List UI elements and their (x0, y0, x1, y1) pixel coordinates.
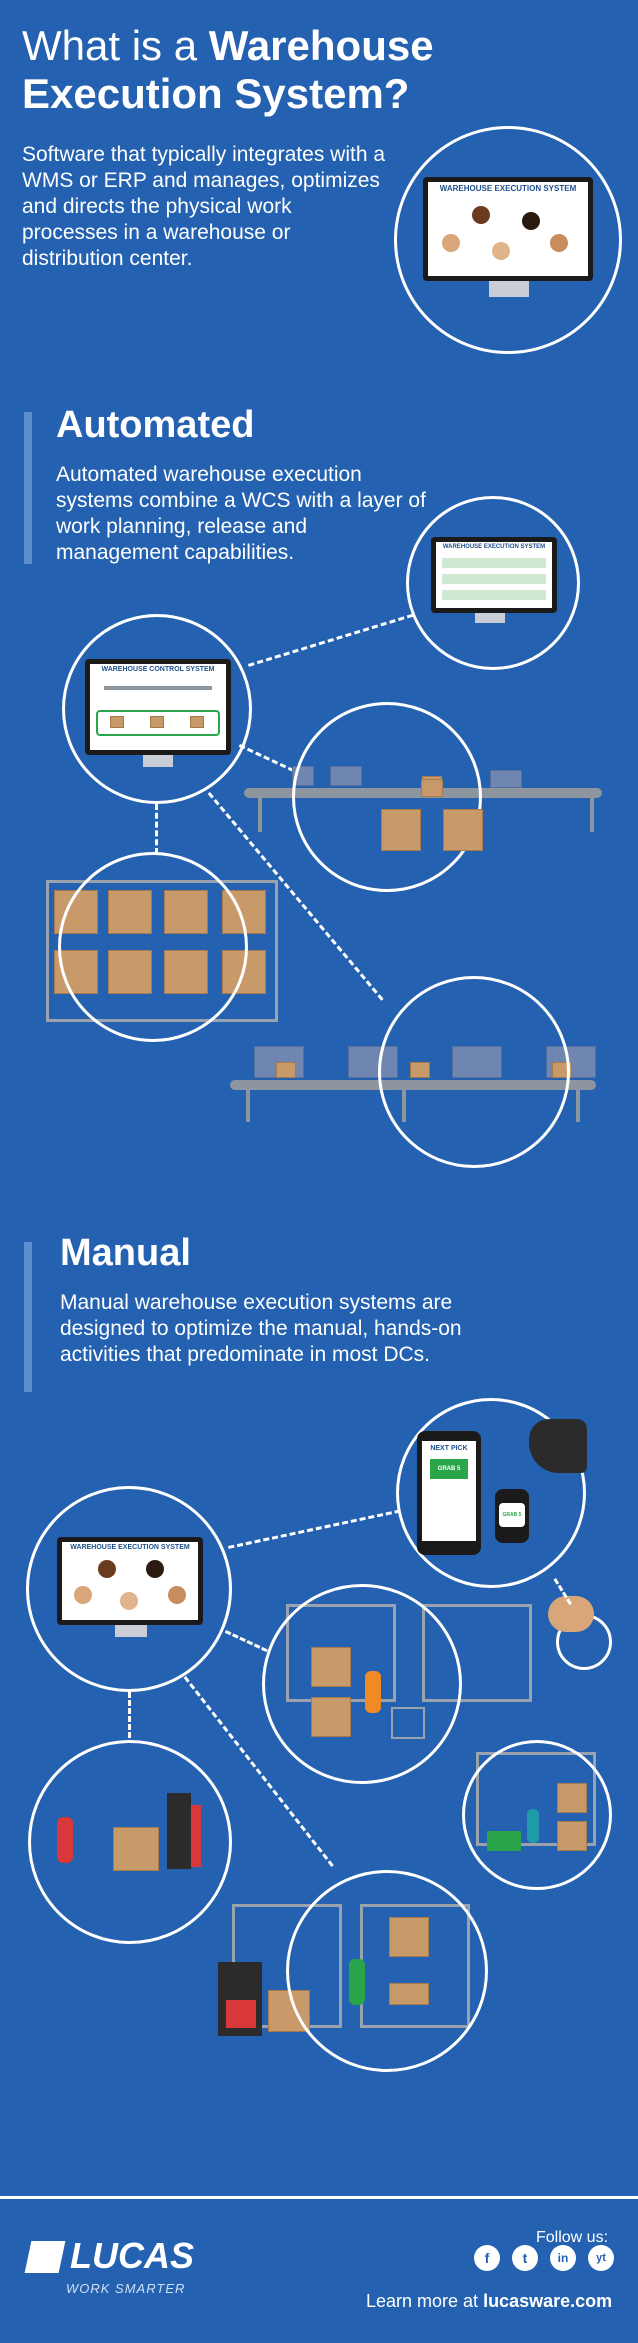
worker-face-icon (550, 234, 568, 252)
box (276, 1062, 296, 1078)
manual-text: Manual warehouse execution systems are d… (60, 1291, 462, 1366)
intro-text: Software that typically integrates with … (22, 143, 386, 270)
section-accent-bar (24, 1242, 32, 1392)
watch-text: GRAB 5 (499, 1503, 525, 1527)
conveyor-leg (590, 798, 594, 832)
wes-monitor-manual: WAREHOUSE EXECUTION SYSTEM (57, 1537, 203, 1625)
worker-face-icon (522, 212, 540, 230)
put-wall-circle (462, 1740, 612, 1890)
section-accent-bar (24, 412, 32, 564)
wes-circle-manual: WAREHOUSE EXECUTION SYSTEM (26, 1486, 232, 1692)
hand-icon (548, 1596, 594, 1632)
box (389, 1917, 429, 1957)
linkedin-icon[interactable]: in (550, 2245, 576, 2271)
page-title: What is a Warehouse Execution System? (22, 22, 434, 117)
wes-monitor: WAREHOUSE EXECUTION SYSTEM (423, 177, 593, 281)
worker-icon (365, 1671, 381, 1713)
worker-face-icon (74, 1586, 92, 1604)
forklift-icon (226, 2000, 256, 2028)
logo-text: LUCAS (70, 2235, 194, 2276)
pallet-jack-icon (167, 1793, 191, 1869)
worker-icon (349, 1959, 365, 2005)
grab-button[interactable]: GRAB 5 (430, 1459, 468, 1479)
wcs-screen-title: WAREHOUSE CONTROL SYSTEM (101, 666, 215, 673)
connector-line (128, 1692, 131, 1738)
follow-label: Follow us: (536, 2229, 609, 2246)
monitor-stand (143, 755, 173, 767)
twitter-icon[interactable]: t (512, 2245, 538, 2271)
pick-cart (391, 1707, 425, 1739)
connector-line (155, 804, 158, 854)
box (557, 1783, 587, 1813)
box (381, 809, 421, 851)
pallet-jack-icon (191, 1805, 201, 1867)
sorter-circle (292, 702, 483, 892)
connector-line (248, 613, 414, 667)
replenish-circle (286, 1870, 488, 2072)
worker-face-icon (98, 1560, 116, 1578)
conveyor-leg (258, 798, 262, 832)
worker-icon (57, 1817, 73, 1863)
wcs-circle: WAREHOUSE CONTROL SYSTEM (62, 614, 252, 804)
worker-icon (527, 1809, 539, 1843)
wes-monitor-small: WAREHOUSE EXECUTION SYSTEM (431, 537, 557, 613)
rack-circle (58, 852, 248, 1042)
website-link[interactable]: lucasware.com (483, 2291, 613, 2311)
worker-face-icon (168, 1586, 186, 1604)
box (557, 1821, 587, 1851)
forklift-circle (28, 1740, 232, 1944)
wes-circle-top: WAREHOUSE EXECUTION SYSTEM (394, 126, 622, 354)
automated-text: Automated warehouse execution systems co… (56, 463, 426, 564)
worker-face-icon (442, 234, 460, 252)
worker-face-icon (472, 206, 490, 224)
smartwatch: GRAB 5 (495, 1489, 529, 1543)
monitor-stand (115, 1625, 147, 1637)
tote (490, 770, 522, 788)
monitor-stand (489, 281, 529, 297)
box (389, 1983, 429, 2005)
worker-face-icon (492, 242, 510, 260)
wes-screen-title: WAREHOUSE EXECUTION SYSTEM (70, 1544, 190, 1551)
connector-line (238, 744, 295, 773)
learn-more[interactable]: Learn more at lucasware.com (366, 2291, 612, 2312)
box (421, 779, 443, 797)
youtube-icon[interactable]: yt (588, 2245, 614, 2271)
connector-line (224, 1630, 268, 1653)
manual-title: Manual (60, 1232, 191, 1274)
tote (487, 1831, 521, 1851)
wes-screen-title: WAREHOUSE EXECUTION SYSTEM (442, 544, 546, 550)
monitor-stand (475, 613, 505, 623)
worker-face-icon (146, 1560, 164, 1578)
facebook-icon[interactable]: f (474, 2245, 500, 2271)
box (311, 1697, 351, 1737)
box (113, 1827, 159, 1871)
conveyor-circle (378, 976, 570, 1168)
wes-screen-title: WAREHOUSE EXECUTION SYSTEM (439, 184, 577, 193)
logo-tagline: WORK SMARTER (66, 2281, 186, 2296)
lucas-logo-icon (24, 2241, 66, 2273)
box (443, 809, 483, 851)
mobile-circle: NEXT PICK GRAB 5 GRAB 5 (396, 1398, 587, 1588)
mobile-device: NEXT PICK GRAB 5 (417, 1431, 481, 1555)
wes-circle-automated: WAREHOUSE EXECUTION SYSTEM (406, 496, 580, 670)
scanner-icon (529, 1419, 587, 1473)
connector-line (228, 1509, 401, 1549)
wcs-monitor: WAREHOUSE CONTROL SYSTEM (85, 659, 231, 755)
conveyor-leg (576, 1090, 580, 1122)
picker-circle (262, 1584, 462, 1784)
conveyor-leg (246, 1090, 250, 1122)
automated-title: Automated (56, 404, 255, 446)
next-pick-label: NEXT PICK (430, 1445, 468, 1452)
box (311, 1647, 351, 1687)
learn-more-text: Learn more at (366, 2291, 484, 2311)
footer: LUCAS WORK SMARTER Follow us: Learn more… (0, 2196, 638, 2343)
worker-face-icon (120, 1592, 138, 1610)
